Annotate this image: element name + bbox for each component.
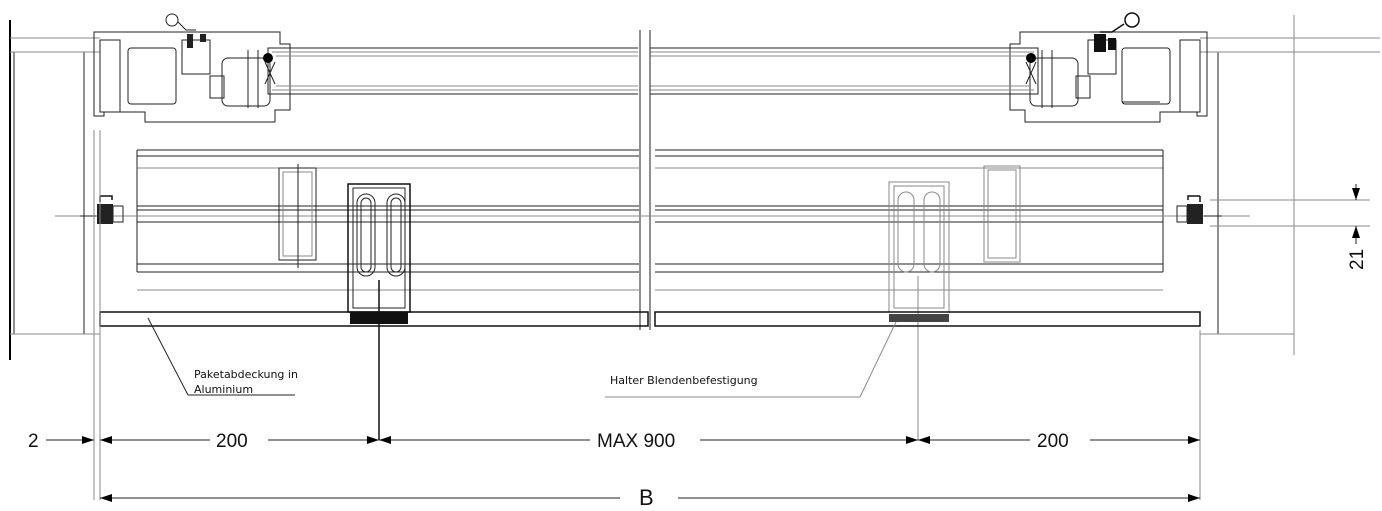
dim-left-gap: 2: [28, 431, 39, 452]
glazing: [263, 47, 1039, 95]
dim-max-900: MAX 900: [597, 431, 675, 452]
right-window-profile: [1009, 12, 1208, 123]
right-blind-holder: [888, 165, 1021, 440]
left-bracket: [80, 195, 124, 224]
break-lines: [638, 30, 651, 330]
extension-lines: [93, 130, 1370, 500]
dim-total-b: B: [639, 485, 654, 510]
blind-package: [55, 149, 1250, 291]
right-bracket: [1176, 195, 1222, 224]
dim-left-200: 200: [216, 431, 248, 452]
leader-lines: [147, 317, 897, 398]
left-carriage: [278, 164, 317, 268]
left-wall: [9, 20, 100, 360]
annotation-halter: Halter Blendenbefestigung: [610, 374, 758, 387]
dim-vertical-21: 21: [1347, 249, 1368, 270]
left-window-profile: [93, 13, 291, 123]
dim-right-200: 200: [1037, 431, 1069, 452]
right-wall: [1200, 15, 1380, 355]
annotation-paketabdeckung: Paketabdeckung in: [194, 368, 298, 381]
annotation-aluminium: Aluminium: [194, 383, 253, 396]
